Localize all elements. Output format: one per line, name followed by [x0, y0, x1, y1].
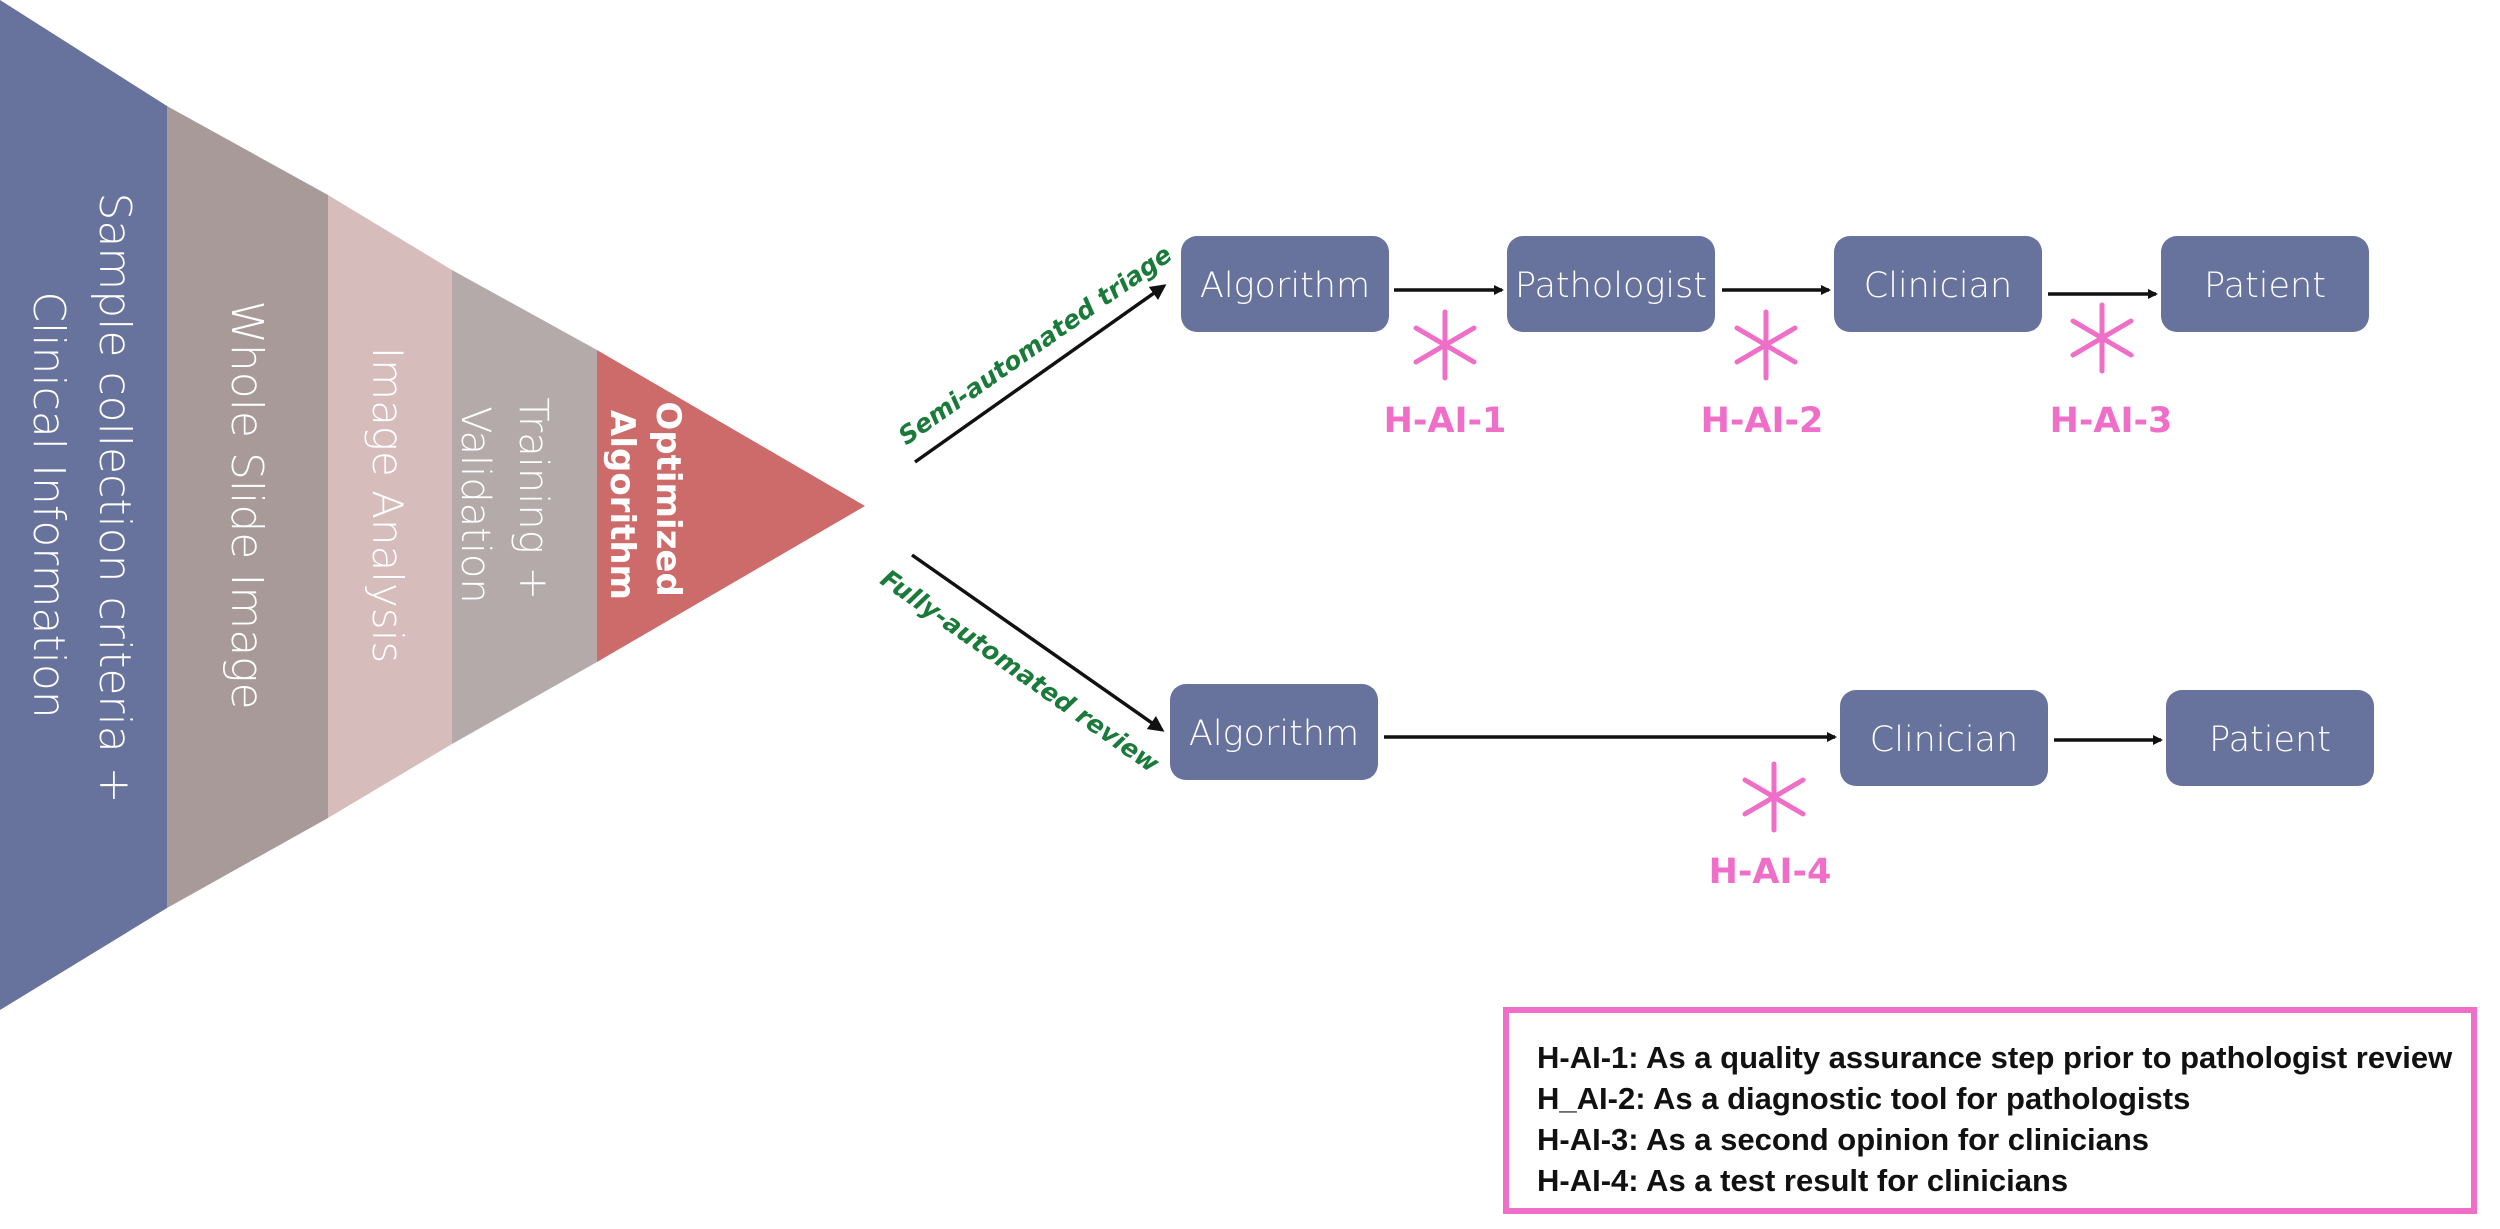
- bottom-node-clinician-label: Clinician: [1870, 720, 2018, 760]
- funnel-label-training-validation: Training + Validation: [452, 397, 556, 612]
- funnel-label-sample-collection: Sample collection criteria + Clinical In…: [23, 192, 140, 817]
- funnel-label-image-analysis: Image Analysis: [363, 347, 412, 663]
- funnel-label-whole-slide-image: Whole Slide Image: [221, 300, 272, 709]
- funnel-layer-whole-slide-image: [167, 106, 328, 908]
- top-node-algorithm: [1181, 236, 1389, 332]
- semi-branch-label: Semi-automated triage: [893, 239, 1177, 450]
- legend-item: H-AI-1: As a quality assurance step prio…: [1537, 1040, 2453, 1075]
- funnel-label-optimized-algorithm: Optimized Algorithm: [602, 401, 688, 608]
- bottom-node-algorithm: [1170, 684, 1378, 780]
- top-node-pathologist: [1507, 236, 1715, 332]
- top-node-pathologist-label: Pathologist: [1515, 266, 1707, 306]
- semi-branch-arrow: [913, 284, 1167, 464]
- bottom-marker-label-4: H-AI-4: [1709, 852, 1832, 892]
- asterisk-icon: [1413, 309, 1477, 381]
- legend-item: H_AI-2: As a diagnostic tool for patholo…: [1537, 1081, 2191, 1116]
- top-marker-label-3: H-AI-3: [2050, 401, 2173, 441]
- funnel-layer-training-validation: [452, 270, 597, 744]
- top-node-clinician: [1834, 236, 2042, 332]
- top-node-patient: [2161, 236, 2369, 332]
- funnel-layer-sample-collection: [0, 0, 167, 1010]
- bottom-node-algorithm-label: Algorithm: [1189, 714, 1359, 754]
- bottom-node-clinician: [1840, 690, 2048, 786]
- bottom-flow: Algorithm Clinician Patient H-AI-4: [1170, 684, 2374, 892]
- legend-item: H-AI-3: As a second opinion for clinicia…: [1537, 1122, 2150, 1157]
- fully-branch-arrow: [910, 553, 1165, 732]
- top-node-clinician-label: Clinician: [1864, 266, 2012, 306]
- legend-box: H-AI-1: As a quality assurance step prio…: [1503, 1007, 2477, 1214]
- top-node-algorithm-label: Algorithm: [1200, 266, 1370, 306]
- branches: Semi-automated triage Fully-automated re…: [875, 239, 1177, 778]
- top-node-patient-label: Patient: [2204, 266, 2326, 306]
- fully-branch-label: Fully-automated review: [875, 564, 1165, 779]
- legend-item: H-AI-4: As a test result for clinicians: [1537, 1163, 2069, 1198]
- funnel-layer-optimized-algorithm: [597, 350, 865, 662]
- top-flow: Algorithm Pathologist Clinician Patient …: [1181, 236, 2369, 441]
- funnel: Sample collection criteria + Clinical In…: [0, 0, 865, 1010]
- asterisk-icon: [1742, 761, 1806, 833]
- asterisk-icon: [2070, 302, 2134, 374]
- top-marker-label-1: H-AI-1: [1384, 401, 1507, 441]
- bottom-node-patient: [2166, 690, 2374, 786]
- funnel-layer-image-analysis: [328, 195, 452, 818]
- bottom-node-patient-label: Patient: [2209, 720, 2331, 760]
- top-marker-label-2: H-AI-2: [1701, 401, 1824, 441]
- asterisk-icon: [1734, 309, 1798, 381]
